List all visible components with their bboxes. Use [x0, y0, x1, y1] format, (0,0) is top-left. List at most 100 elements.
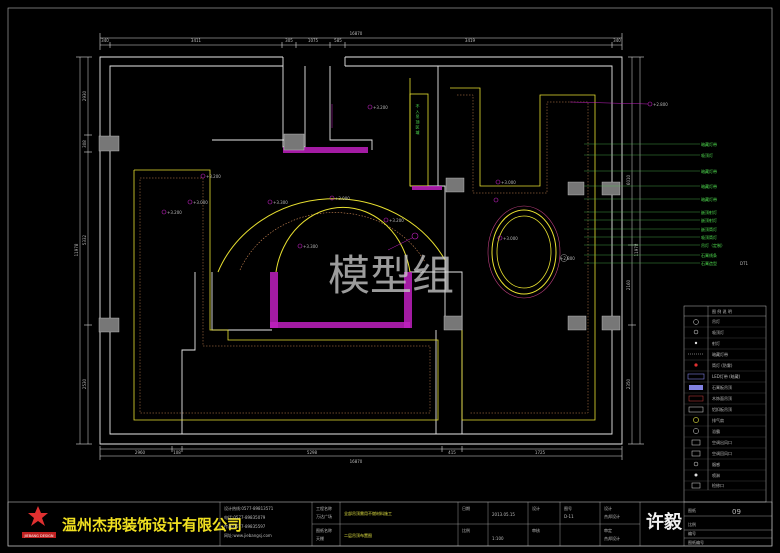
callout-label: 嵌顶射灯 — [701, 209, 717, 215]
page-number: 09 — [732, 508, 741, 516]
access-panel-icon — [691, 482, 701, 489]
dim-top-seg-1: 340 — [101, 38, 109, 43]
callout-label: 暗藏灯带 — [701, 141, 717, 147]
elev-marker — [267, 199, 273, 205]
dimension-lines — [79, 37, 641, 457]
outer-walls — [99, 56, 623, 445]
elev-tag: +3.200 — [373, 105, 388, 110]
elev-tag: +3.000 — [193, 200, 208, 205]
callout-label: 暗藏灯带 — [701, 168, 717, 174]
dim-bottom-seg-4: 415 — [448, 450, 456, 455]
hatch-left — [270, 272, 278, 328]
legend-row-label: 铝扣板吊顶 — [712, 406, 732, 412]
dim-top-seg-5: 585 — [334, 38, 342, 43]
dim-top-seg-2: 3411 — [191, 38, 202, 43]
project-no-label: 图号 — [564, 505, 572, 511]
hatch-top — [283, 147, 368, 153]
drawing-value: 天棚 — [316, 535, 324, 541]
callout-label: 吸顶筒灯 — [701, 234, 717, 240]
callouts: 暗藏灯带 吸顶灯 暗藏灯带 暗藏灯带 暗藏灯带 嵌顶射灯 嵌顶射灯 嵌顶筒灯 吸… — [701, 141, 749, 266]
column — [601, 315, 621, 331]
outer-wall-outer — [99, 56, 623, 445]
legend-row-label: 吊灯 — [712, 318, 720, 324]
callout-label: 嵌顶射灯 — [701, 217, 717, 223]
designer-value: 杰邦设计 — [604, 513, 620, 519]
dimension-ticks — [76, 33, 644, 460]
elev-marker — [493, 197, 499, 203]
dim-right-total: 11978 — [634, 243, 639, 256]
dim-right-seg-1: 6010 — [626, 174, 631, 185]
elev-marker — [297, 243, 303, 249]
moisture-downlight-icon — [694, 363, 698, 367]
dim-left-total: 11978 — [74, 243, 79, 256]
elev-tag: +3.200 — [389, 218, 404, 223]
smoke-detector-icon — [693, 461, 699, 467]
designer-signature: 许毅 — [646, 511, 683, 533]
hatch-corridor — [412, 186, 442, 190]
dim-top-seg-4: 1075 — [308, 38, 319, 43]
contact-line: 设计热线:0577-89813571 — [224, 505, 274, 511]
dim-bottom-seg-5: 1725 — [535, 450, 546, 455]
column — [443, 315, 463, 331]
callout-label: 嵌顶筒灯 — [701, 226, 717, 232]
wall-block-right — [410, 271, 463, 330]
callout-label: 吊灯（定制） — [701, 242, 725, 248]
elev-tag: +3.300 — [273, 200, 288, 205]
scale-label: 比例 — [462, 527, 470, 533]
column — [601, 181, 621, 196]
legend-row-label: 喷淋 — [712, 472, 720, 478]
right-cell: 图纸 — [688, 507, 696, 513]
section-marker — [560, 254, 568, 262]
dim-bottom-seg-3: 5298 — [307, 450, 318, 455]
outer-arc — [217, 198, 446, 273]
project-value: 万达广场 — [316, 513, 332, 519]
dim-top-seg-6: 3419 — [465, 38, 476, 43]
callout-label: 暗藏灯带 — [701, 196, 717, 202]
hatch-bottom — [270, 322, 410, 328]
title-block-grid — [219, 502, 772, 546]
wood-ceiling-icon — [688, 395, 704, 402]
elev-tag: +3.000 — [335, 196, 350, 201]
dim-bottom-seg-2: 108 — [173, 450, 181, 455]
inner-arc — [275, 206, 411, 273]
elev-marker — [329, 195, 335, 201]
dim-bottom-seg-1: 2960 — [135, 450, 146, 455]
contact-line: 电话:0577-89835079 — [224, 514, 266, 520]
company-name: 温州杰邦装饰设计有限公司 — [62, 516, 242, 534]
elev-tag: +2.800 — [653, 102, 668, 107]
legend-labels: 吊灯 吸顶灯 射灯 暗藏灯带 筒灯 (防雾) LED灯带 (暗藏) 石膏板吊顶 … — [712, 318, 741, 488]
arc-ceiling — [217, 198, 561, 299]
column — [567, 181, 585, 196]
drawn-label: 设计 — [532, 505, 540, 511]
outer-wall-inner — [109, 65, 613, 435]
legend-row-label: 筒灯 (防雾) — [712, 362, 733, 368]
elev-marker — [411, 232, 419, 240]
dim-top-seg-3: 305 — [285, 38, 293, 43]
callout-tag: DT1 — [740, 261, 749, 266]
dim-top-total: 16870 — [350, 31, 363, 36]
legend-row-label: 排气扇 — [712, 417, 724, 423]
legend-row-label: 射灯 — [712, 340, 720, 346]
note-line: 全部吊顶需用不燃材料施工 — [344, 510, 392, 516]
legend-row-label: 木饰面吊顶 — [712, 395, 732, 401]
dim-top-seg-7: 340 — [613, 38, 621, 43]
elev-marker — [497, 235, 503, 241]
right-foot: 图纸编号 — [688, 539, 704, 545]
title-block: JIEBANG DESIGN 温州杰邦装饰设计有限公司 设计热线:0577-89… — [7, 501, 773, 547]
contact-line: 网址:www.jiebangsj.com — [224, 532, 272, 538]
aluminum-ceiling-icon — [688, 406, 704, 413]
elev-tag: +3.200 — [167, 210, 182, 215]
led-strip-icon — [687, 373, 705, 380]
approval-label: 审定 — [604, 527, 612, 533]
dim-left-seg-3: 5332 — [82, 234, 87, 245]
elev-marker — [495, 179, 501, 185]
column — [98, 135, 120, 152]
title-block-frame — [7, 501, 773, 547]
exhaust-fan-icon — [693, 417, 699, 423]
ellipse-ceiling-outer — [491, 209, 557, 295]
drawing-label: 图纸名称 — [316, 527, 332, 533]
dim-bottom-total: 16870 — [350, 459, 363, 464]
callout-label: 石膏线条 — [701, 252, 717, 258]
structural-columns — [98, 133, 621, 333]
